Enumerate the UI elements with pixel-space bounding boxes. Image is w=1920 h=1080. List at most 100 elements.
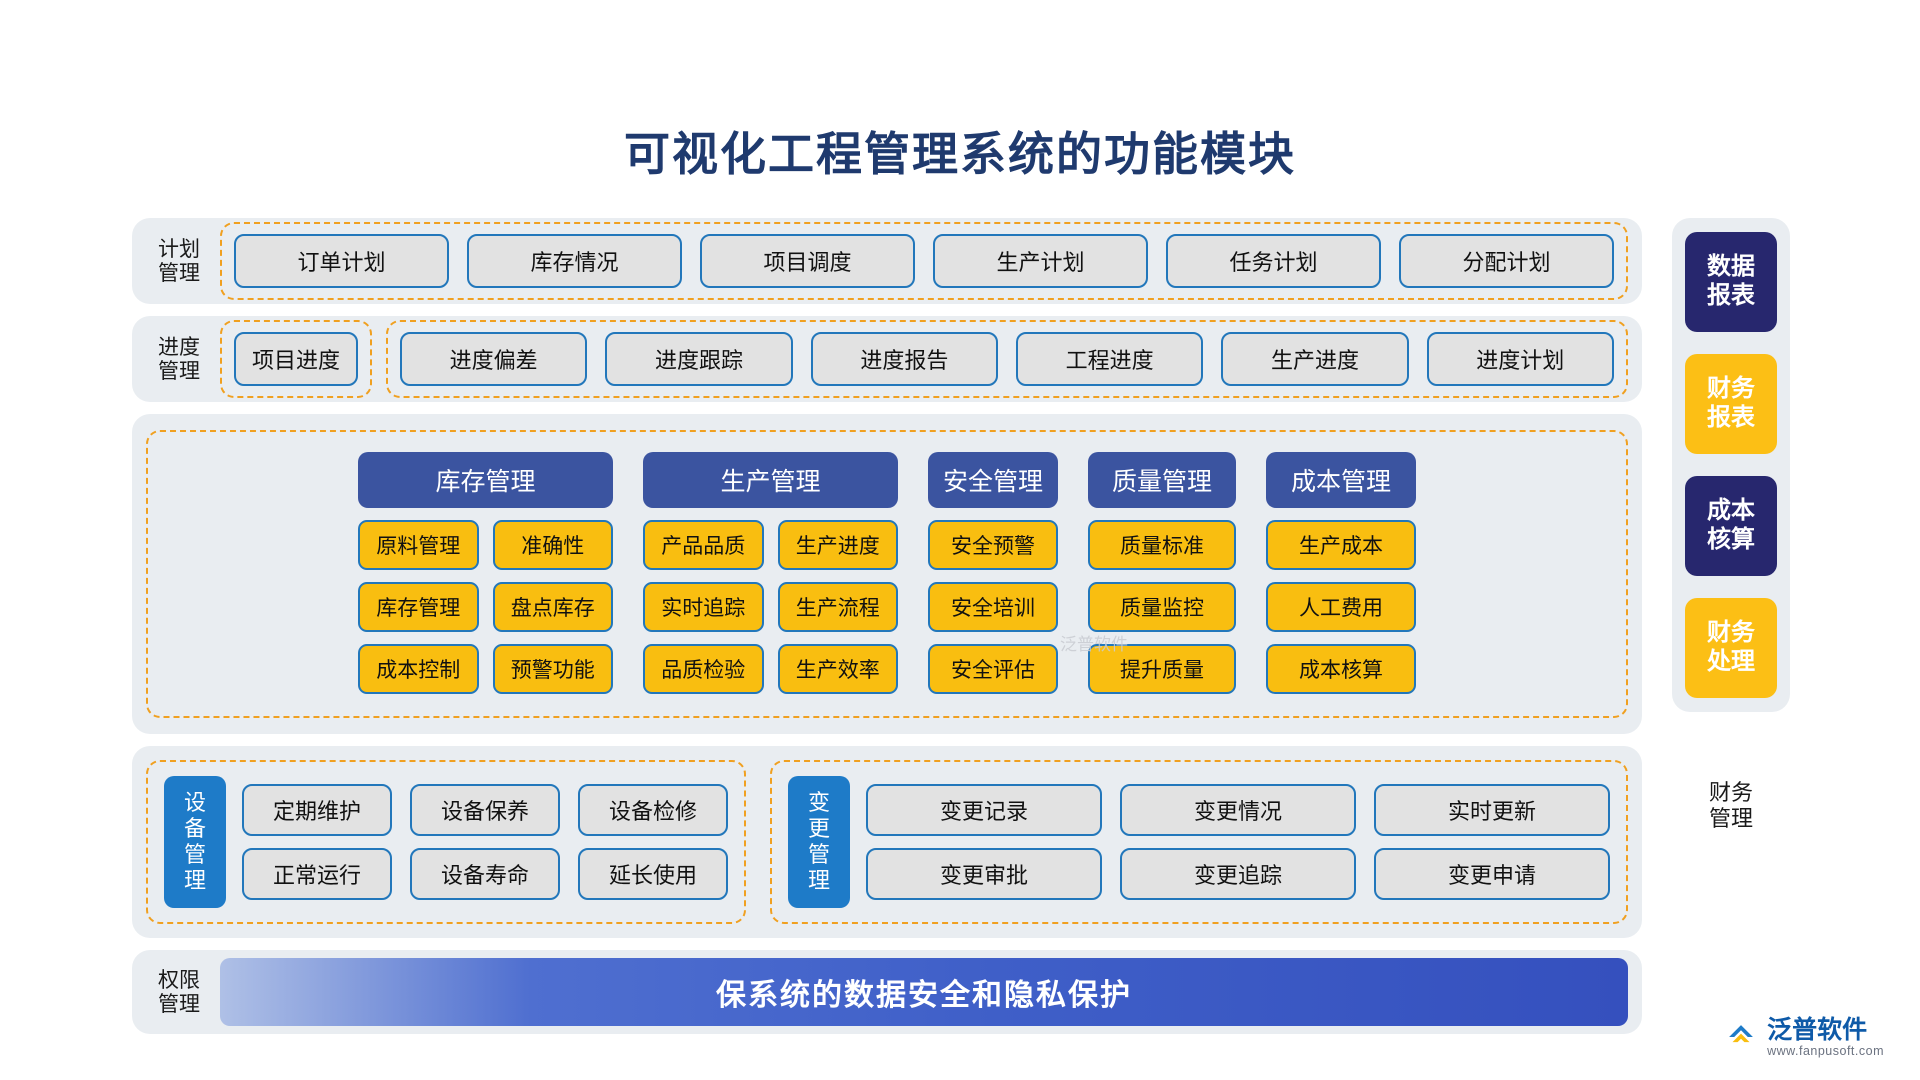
progress-item-4[interactable]: 生产进度 <box>1221 332 1409 386</box>
progress-primary-row: 项目进度 <box>234 332 358 386</box>
feature-box[interactable]: 盘点库存 <box>492 582 613 632</box>
group-column: 生产成本 人工费用 成本核算 <box>1266 520 1416 694</box>
group-columns-cost: 生产成本 人工费用 成本核算 <box>1266 520 1416 694</box>
row-permission-management: 权限 管理 保系统的数据安全和隐私保护 <box>132 949 1642 1034</box>
logo-company-name: 泛普软件 <box>1767 1016 1868 1044</box>
sidebar-column: 数据 报表 财务 报表 成本 核算 财务 处理 <box>1672 218 1790 712</box>
feature-box[interactable]: 质量监控 <box>1088 582 1236 632</box>
change-row: 变更记录 变更情况 实时更新 <box>866 783 1610 836</box>
device-dashed-container: 设备 管理 定期维护 设备保养 设备检修 正常运行 设备寿命 延长使用 <box>146 760 746 924</box>
plan-item-1[interactable]: 库存情况 <box>467 234 682 288</box>
progress-item-1[interactable]: 进度跟踪 <box>605 332 793 386</box>
plan-item-2[interactable]: 项目调度 <box>700 234 915 288</box>
group-column: 生产进度 生产流程 生产效率 <box>777 520 898 694</box>
group-columns-production: 产品品质 实时追踪 品质检验 生产进度 生产流程 生产效率 <box>643 520 898 694</box>
device-row: 定期维护 设备保养 设备检修 <box>242 783 728 836</box>
feature-box[interactable]: 品质检验 <box>643 644 764 694</box>
group-header-safety[interactable]: 安全管理 <box>928 452 1058 508</box>
device-item[interactable]: 设备检修 <box>578 783 728 836</box>
change-item[interactable]: 变更申请 <box>1374 847 1610 900</box>
plan-item-4[interactable]: 任务计划 <box>1166 234 1381 288</box>
device-row: 正常运行 设备寿命 延长使用 <box>242 847 728 900</box>
feature-box[interactable]: 产品品质 <box>643 520 764 570</box>
change-dashed-container: 变更 管理 变更记录 变更情况 实时更新 变更审批 变更追踪 变更申请 <box>770 760 1628 924</box>
page-title: 可视化工程管理系统的功能模块 <box>624 129 1296 180</box>
feature-box[interactable]: 准确性 <box>492 520 613 570</box>
feature-box[interactable]: 人工费用 <box>1266 582 1416 632</box>
progress-first-item[interactable]: 项目进度 <box>234 332 358 386</box>
change-management-tag[interactable]: 变更 管理 <box>788 776 850 908</box>
progress-secondary-row: 进度偏差 进度跟踪 进度报告 工程进度 生产进度 进度计划 <box>400 332 1614 386</box>
progress-item-0[interactable]: 进度偏差 <box>400 332 588 386</box>
group-column: 质量标准 质量监控 提升质量 <box>1088 520 1236 694</box>
feature-box[interactable]: 质量标准 <box>1088 520 1236 570</box>
core-group-list: 库存管理 原料管理 库存管理 成本控制 准确性 盘点库存 预警功能 <box>170 452 1604 694</box>
change-item[interactable]: 变更情况 <box>1120 783 1356 836</box>
feature-box[interactable]: 安全预警 <box>928 520 1058 570</box>
group-quality: 质量管理 质量标准 质量监控 提升质量 <box>1088 452 1236 694</box>
device-item[interactable]: 正常运行 <box>242 847 392 900</box>
row-core-modules: 库存管理 原料管理 库存管理 成本控制 准确性 盘点库存 预警功能 <box>132 414 1642 734</box>
change-item[interactable]: 变更记录 <box>866 783 1102 836</box>
logo-text-block: 泛普软件 www.fanpusoft.com <box>1767 1016 1884 1058</box>
logo-mark-icon <box>1729 1025 1754 1043</box>
logo-website-url: www.fanpusoft.com <box>1767 1044 1884 1058</box>
row-device-change: 设备 管理 定期维护 设备保养 设备检修 正常运行 设备寿命 延长使用 变更 管… <box>132 746 1642 938</box>
feature-box[interactable]: 生产流程 <box>777 582 898 632</box>
group-header-inventory[interactable]: 库存管理 <box>358 452 613 508</box>
feature-box[interactable]: 安全培训 <box>928 582 1058 632</box>
change-item[interactable]: 变更追踪 <box>1120 847 1356 900</box>
device-item[interactable]: 延长使用 <box>578 847 728 900</box>
change-grid: 变更记录 变更情况 实时更新 变更审批 变更追踪 变更申请 <box>866 783 1610 900</box>
device-management-tag[interactable]: 设备 管理 <box>164 776 226 908</box>
change-item[interactable]: 实时更新 <box>1374 783 1610 836</box>
group-header-production[interactable]: 生产管理 <box>643 452 898 508</box>
plan-pill-row: 订单计划 库存情况 项目调度 生产计划 任务计划 分配计划 <box>234 234 1614 288</box>
sidebar-item-cost-accounting[interactable]: 成本 核算 <box>1685 476 1777 576</box>
row-progress-management: 进度 管理 项目进度 进度偏差 进度跟踪 进度报告 工程进度 生产进度 进度计划 <box>132 316 1642 402</box>
plan-item-0[interactable]: 订单计划 <box>234 234 449 288</box>
group-column: 准确性 盘点库存 预警功能 <box>492 520 613 694</box>
progress-dashed-primary: 项目进度 <box>220 320 372 398</box>
feature-box[interactable]: 实时追踪 <box>643 582 764 632</box>
core-dashed-container: 库存管理 原料管理 库存管理 成本控制 准确性 盘点库存 预警功能 <box>146 430 1628 718</box>
sidebar-item-finance-process[interactable]: 财务 处理 <box>1685 598 1777 698</box>
sidebar-item-data-report[interactable]: 数据 报表 <box>1685 232 1777 332</box>
progress-item-3[interactable]: 工程进度 <box>1015 332 1204 386</box>
group-production: 生产管理 产品品质 实时追踪 品质检验 生产进度 生产流程 生产效率 <box>643 452 898 694</box>
group-cost: 成本管理 生产成本 人工费用 成本核算 <box>1266 452 1416 694</box>
main-column: 计划 管理 订单计划 库存情况 项目调度 生产计划 任务计划 分配计划 进度 管… <box>132 218 1642 1034</box>
feature-box[interactable]: 预警功能 <box>492 644 613 694</box>
progress-item-5[interactable]: 进度计划 <box>1426 332 1614 386</box>
change-row: 变更审批 变更追踪 变更申请 <box>866 847 1610 900</box>
plan-item-5[interactable]: 分配计划 <box>1399 234 1614 288</box>
progress-item-2[interactable]: 进度报告 <box>810 332 998 386</box>
plan-dashed-container: 订单计划 库存情况 项目调度 生产计划 任务计划 分配计划 <box>220 222 1628 300</box>
feature-box[interactable]: 提升质量 <box>1088 644 1236 694</box>
row-label-progress: 进度 管理 <box>158 334 200 383</box>
sidebar-footer-label: 财务 管理 <box>1708 780 1753 832</box>
feature-box[interactable]: 原料管理 <box>358 520 479 570</box>
sidebar-item-finance-report[interactable]: 财务 报表 <box>1685 354 1777 454</box>
feature-box[interactable]: 生产成本 <box>1266 520 1416 570</box>
device-item[interactable]: 设备保养 <box>410 783 560 836</box>
group-column: 安全预警 安全培训 安全评估 <box>928 520 1058 694</box>
feature-box[interactable]: 库存管理 <box>358 582 479 632</box>
feature-box[interactable]: 成本控制 <box>358 644 479 694</box>
feature-box[interactable]: 成本核算 <box>1266 644 1416 694</box>
feature-box[interactable]: 生产效率 <box>777 644 898 694</box>
device-grid: 定期维护 设备保养 设备检修 正常运行 设备寿命 延长使用 <box>242 783 728 900</box>
change-item[interactable]: 变更审批 <box>866 847 1102 900</box>
permission-banner[interactable]: 保系统的数据安全和隐私保护 <box>220 957 1628 1026</box>
group-header-quality[interactable]: 质量管理 <box>1088 452 1236 508</box>
group-header-cost[interactable]: 成本管理 <box>1266 452 1416 508</box>
plan-item-3[interactable]: 生产计划 <box>933 234 1148 288</box>
device-item[interactable]: 设备寿命 <box>410 847 560 900</box>
brand-logo: 泛普软件 www.fanpusoft.com <box>1724 1016 1884 1058</box>
feature-box[interactable]: 安全评估 <box>928 644 1058 694</box>
group-columns-inventory: 原料管理 库存管理 成本控制 准确性 盘点库存 预警功能 <box>358 520 613 694</box>
group-column: 原料管理 库存管理 成本控制 <box>358 520 479 694</box>
feature-box[interactable]: 生产进度 <box>777 520 898 570</box>
device-item[interactable]: 定期维护 <box>242 783 392 836</box>
